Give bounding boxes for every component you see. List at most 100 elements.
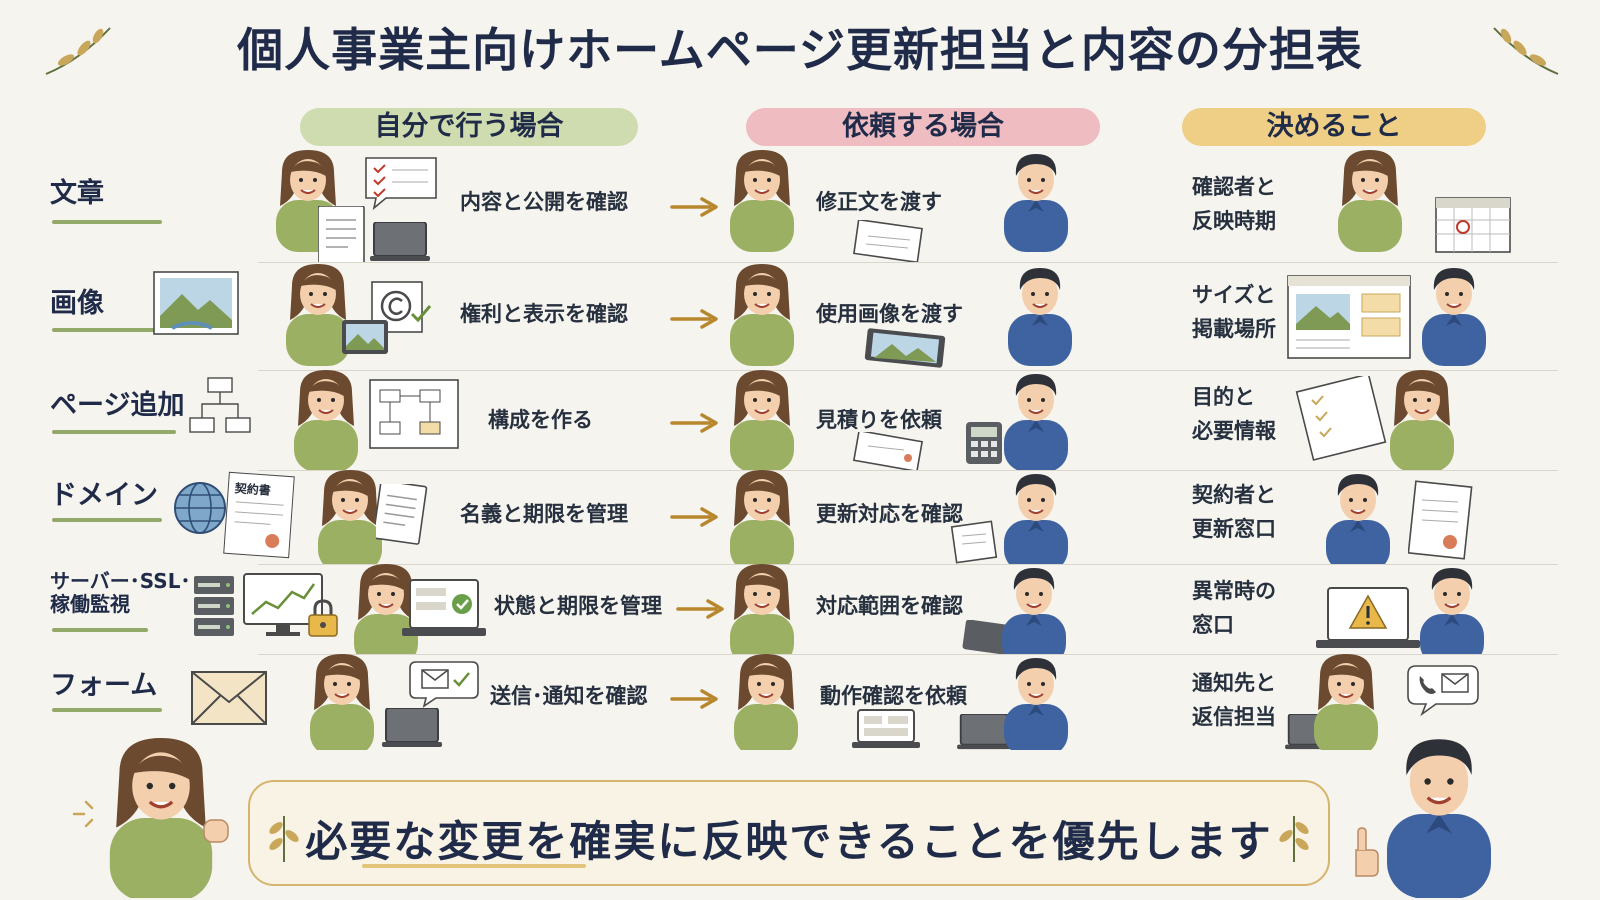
row-label: サーバー･SSL･ 稼働監視 (50, 569, 191, 616)
conclusion-text: 必要な変更を確実に反映できることを優先します (305, 817, 1273, 866)
laptop-icon (382, 708, 443, 748)
self-task: 権利と表示を確認 (460, 302, 628, 326)
webpage-layout-icon (1287, 275, 1411, 359)
row-text: 文章 内容と公開を確認 修正文を渡す 確認者と 反映時期 (0, 150, 1600, 262)
arrow-icon (670, 413, 718, 433)
self-task: 構成を作る (488, 408, 593, 432)
woman-figure (729, 264, 795, 367)
document-icon (852, 432, 924, 470)
woman-figure (729, 150, 795, 253)
monitor-icon (243, 573, 323, 636)
contract-icon (1408, 480, 1473, 560)
label-underline (52, 708, 162, 712)
warning-laptop-icon (1316, 587, 1420, 648)
document-icon (853, 220, 923, 262)
conclusion-banner: 必要な変更を確実に反映できることを優先します (248, 780, 1330, 886)
self-task: 内容と公開を確認 (460, 190, 628, 214)
label-underline (52, 628, 148, 632)
row-form: フォーム 送信･通知を確認 動作確認を依頼 通知先と 返信担当 (0, 654, 1600, 750)
document-icon (376, 484, 428, 546)
message-bubble-icon (409, 661, 479, 708)
document-icon (318, 206, 365, 262)
row-server: サーバー･SSL･ 稼働監視 状態と期限を管理 対応範囲を確認 異常時の 窓口 (0, 564, 1600, 654)
calculator-icon (966, 422, 1002, 464)
row-divider (258, 470, 1558, 471)
page-title: 個人事業主向けホームページ更新担当と内容の分担表 (237, 23, 1363, 77)
column-header-request: 依頼する場合 (746, 108, 1100, 146)
arrow-icon (670, 689, 718, 709)
calendar-icon (1435, 197, 1511, 253)
laptop-status-icon (402, 579, 486, 636)
man-figure (1003, 473, 1069, 564)
man-figure (1003, 153, 1069, 253)
decide-text: 契約者と 更新窓口 (1192, 483, 1276, 541)
man-figure-large (1385, 737, 1493, 898)
request-task: 更新対応を確認 (816, 502, 963, 526)
tablet-picture-icon (864, 328, 946, 368)
banner-underline (362, 864, 586, 868)
server-icon (194, 576, 234, 636)
row-label: ドメイン (50, 480, 158, 511)
document-icon (950, 520, 998, 564)
row-divider (258, 654, 1558, 655)
label-underline (52, 220, 162, 224)
woman-figure (293, 370, 359, 470)
woman-figure (733, 654, 799, 750)
lock-icon (308, 599, 338, 637)
label-underline (52, 328, 162, 332)
man-figure (1007, 267, 1073, 367)
tablet-picture-icon (342, 320, 388, 354)
decide-text: サイズと 掲載場所 (1192, 283, 1276, 341)
column-header-decide: 決めること (1182, 108, 1486, 146)
man-figure (1325, 473, 1391, 564)
request-task: 修正文を渡す (816, 190, 942, 214)
woman-figure (729, 564, 795, 654)
self-task: 名義と期限を管理 (460, 502, 628, 526)
woman-figure (1389, 370, 1455, 470)
landscape-picture-icon (153, 271, 239, 335)
sprig-icon (1279, 816, 1309, 862)
checklist-icon (1295, 376, 1387, 461)
woman-figure (729, 370, 795, 470)
row-domain: ドメイン 契約書 名義と期限を管理 更新対応を確認 契約者と 更新窓口 (0, 470, 1600, 564)
arrow-icon (670, 197, 718, 217)
arrow-icon (676, 599, 724, 619)
self-task: 送信･通知を確認 (490, 684, 648, 708)
sparkle-icon (72, 800, 94, 828)
checklist-icon (365, 157, 437, 210)
row-label: 画像 (50, 288, 104, 319)
woman-figure (729, 470, 795, 564)
woman-figure (1337, 150, 1403, 253)
sprig-icon (45, 27, 111, 75)
row-divider (258, 564, 1558, 565)
arrow-icon (670, 309, 718, 329)
man-figure (1001, 567, 1067, 654)
sprig-icon (1493, 27, 1559, 75)
decide-text: 目的と 必要情報 (1192, 385, 1276, 443)
sprig-icon (269, 816, 299, 862)
row-divider (258, 370, 1558, 371)
decide-text: 異常時の 窓口 (1192, 579, 1276, 637)
row-label: フォーム (50, 670, 158, 701)
self-task: 状態と期限を管理 (494, 594, 662, 618)
phone-mail-icon (1407, 665, 1479, 717)
request-task: 見積りを依頼 (816, 408, 942, 432)
row-page-add: ページ追加 構成を作る 見積りを依頼 目的と 必要情報 (0, 370, 1600, 470)
column-header-self: 自分で行う場合 (300, 108, 638, 146)
thumbs-up-icon (1355, 827, 1379, 877)
fist-icon (203, 819, 229, 843)
laptop-form-icon (852, 709, 920, 748)
arrow-icon (670, 507, 718, 527)
woman-figure (309, 654, 375, 750)
envelope-icon (191, 671, 267, 725)
contract-label: 契約書 (234, 481, 272, 498)
decide-text: 通知先と 返信担当 (1192, 671, 1276, 729)
row-image: 画像 権利と表示を確認 使用画像を渡す サイズと 掲載場所 (0, 262, 1600, 370)
decide-text: 確認者と 反映時期 (1192, 175, 1276, 233)
tablet-icon (962, 620, 1010, 654)
man-figure (1003, 373, 1069, 470)
sitemap-icon (189, 377, 251, 433)
label-underline (52, 518, 162, 522)
globe-icon (174, 482, 226, 534)
request-task: 動作確認を依頼 (820, 684, 967, 708)
